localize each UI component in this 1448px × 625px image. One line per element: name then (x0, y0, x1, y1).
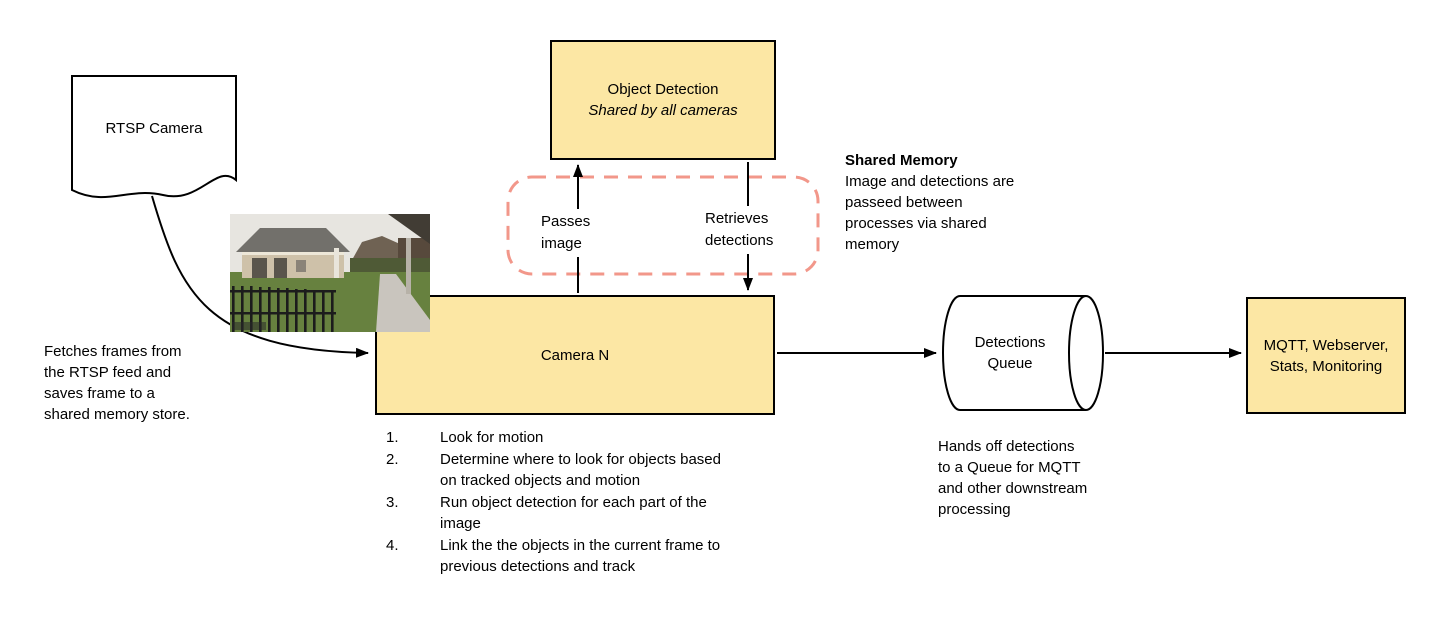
detections-queue-node: Detections Queue (950, 324, 1070, 382)
shared-memory-note: Shared Memory Image and detections are p… (845, 150, 1025, 255)
retrieves-detections-label: Retrieves detections (700, 206, 779, 254)
rtsp-camera-node: RTSP Camera (72, 78, 236, 178)
object-detection-node: Object Detection Shared by all cameras (550, 40, 776, 160)
shared-memory-note-title: Shared Memory (845, 152, 958, 169)
camera-n-label: Camera N (540, 346, 610, 364)
shared-memory-dashed-region (506, 175, 820, 276)
camera-snapshot-image (230, 214, 430, 332)
object-detection-subtitle: Shared by all cameras (588, 102, 738, 119)
camera-snapshot-scene (230, 214, 430, 332)
fetch-frames-note: Fetches frames from the RTSP feed and sa… (44, 343, 190, 423)
camera-steps-list: Look for motion Determine where to look … (380, 427, 740, 578)
camera-step-4: Link the the objects in the current fram… (440, 537, 721, 575)
camera-step-1: Look for motion (440, 429, 544, 446)
detections-queue-shape (942, 295, 1086, 411)
outputs-node: MQTT, Webserver, Stats, Monitoring (1246, 297, 1406, 414)
camera-step-3: Run object detection for each part of th… (440, 494, 707, 532)
queue-handoff-note: Hands off detections to a Queue for MQTT… (938, 438, 1088, 518)
passes-image-label: Passes image (536, 209, 596, 257)
camera-step-2: Determine where to look for objects base… (440, 451, 721, 489)
shared-memory-note-body: Image and detections are passeed between… (845, 173, 1015, 253)
arrow-rtsp-to-camera (151, 195, 369, 358)
rtsp-camera-label: RTSP Camera (105, 119, 203, 137)
outputs-label: MQTT, Webserver, Stats, Monitoring (1263, 336, 1389, 375)
detections-queue-label: Detections Queue (974, 334, 1046, 372)
rtsp-camera-shape (71, 75, 237, 198)
detections-queue-cap (1068, 295, 1104, 411)
camera-n-node: Camera N (375, 295, 775, 415)
object-detection-title: Object Detection (607, 81, 719, 98)
